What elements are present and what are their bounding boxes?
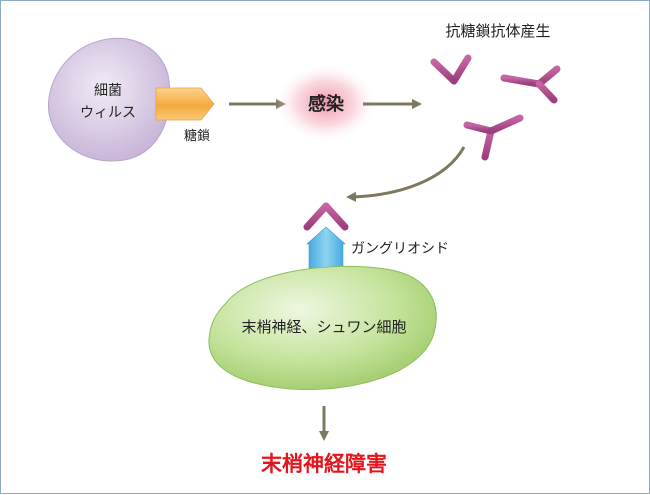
arrow-to-nerve [346,146,466,202]
infection-glow [274,63,378,143]
bacteria-label-line2: ウィルス [80,105,136,121]
infection-label: 感染 [308,93,345,115]
nerve-cell-label: 末梢神経、シュワン細胞 [241,318,406,336]
antibody-production-label: 抗糖鎖抗体産生 [445,22,550,40]
bacteria-virus-shape [47,37,171,162]
antibody-icon-1 [430,54,472,113]
result-label: 末梢神経障害 [261,452,387,476]
bacteria-label-line1: 細菌 [94,83,122,99]
ganglioside-label: ガングリオシド [351,241,449,257]
sugar-chain-label: 糖鎖 [184,128,210,144]
sugar-chain-shape [155,87,215,121]
antibody-icon-3 [463,114,524,161]
antibody-icon-2 [500,65,561,104]
nerve-cell-shape [208,265,437,390]
bound-antibody-icon [303,171,349,231]
